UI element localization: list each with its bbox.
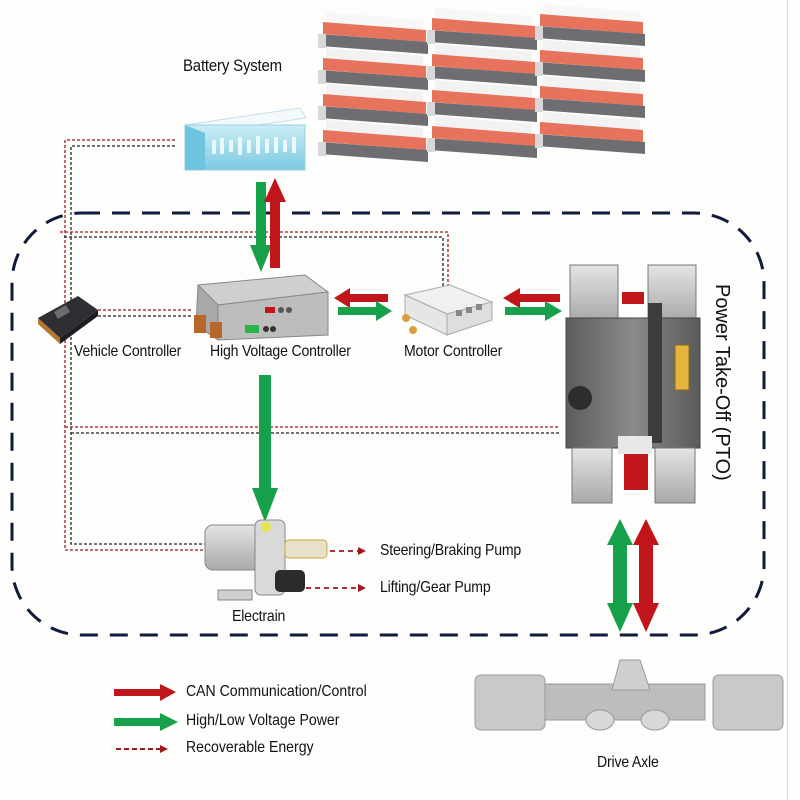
legend-can-label: CAN Communication/Control xyxy=(186,683,367,700)
high-voltage-controller-image xyxy=(194,274,330,341)
steering-braking-pump-label: Steering/Braking Pump xyxy=(380,542,522,559)
battery-pack xyxy=(427,44,537,86)
battery-hv-arrows xyxy=(250,178,286,272)
motor-controller-label: Motor Controller xyxy=(404,343,503,360)
right-edge-divider xyxy=(787,0,788,800)
vehicle-controller-image xyxy=(38,296,98,344)
battery-pack xyxy=(318,12,428,54)
pto-unit-image xyxy=(565,264,701,504)
battery-management-unit-image xyxy=(184,107,307,171)
electrain-image xyxy=(204,519,328,601)
battery-pack xyxy=(427,80,537,122)
pto-label: Power Take-Off (PTO) xyxy=(711,284,733,481)
legend-can-arrow xyxy=(114,684,176,701)
motor-controller-image xyxy=(402,284,494,336)
battery-pack xyxy=(318,48,428,90)
pump-recovery-arrows xyxy=(306,547,366,592)
pto-system-boundary xyxy=(10,211,766,637)
drive-axle-label: Drive Axle xyxy=(597,754,659,771)
battery-pack xyxy=(535,112,645,154)
legend-recovery-label: Recoverable Energy xyxy=(186,739,314,756)
battery-packs-image xyxy=(318,4,645,162)
battery-system-label: Battery System xyxy=(183,56,282,75)
drive-axle-image xyxy=(474,659,784,731)
legend-power-label: High/Low Voltage Power xyxy=(186,712,340,729)
electrain-label: Electrain xyxy=(232,608,286,625)
battery-pack xyxy=(535,4,645,46)
battery-pack xyxy=(318,84,428,126)
battery-pack xyxy=(318,120,428,162)
battery-pack xyxy=(427,8,537,50)
vehicle-controller-label: Vehicle Controller xyxy=(74,343,182,360)
battery-pack xyxy=(535,76,645,118)
signal-wiring xyxy=(60,139,560,551)
hv-electrain-arrow xyxy=(252,375,278,522)
hv-motor-arrows xyxy=(334,288,392,321)
lifting-gear-pump-label: Lifting/Gear Pump xyxy=(380,579,491,596)
high-voltage-controller-label: High Voltage Controller xyxy=(210,343,351,360)
legend-power-arrow xyxy=(114,713,178,731)
battery-pack xyxy=(427,116,537,158)
battery-pack xyxy=(535,40,645,82)
legend xyxy=(114,684,178,753)
pto-axle-arrows xyxy=(607,519,659,632)
motor-pto-arrows xyxy=(503,288,562,321)
